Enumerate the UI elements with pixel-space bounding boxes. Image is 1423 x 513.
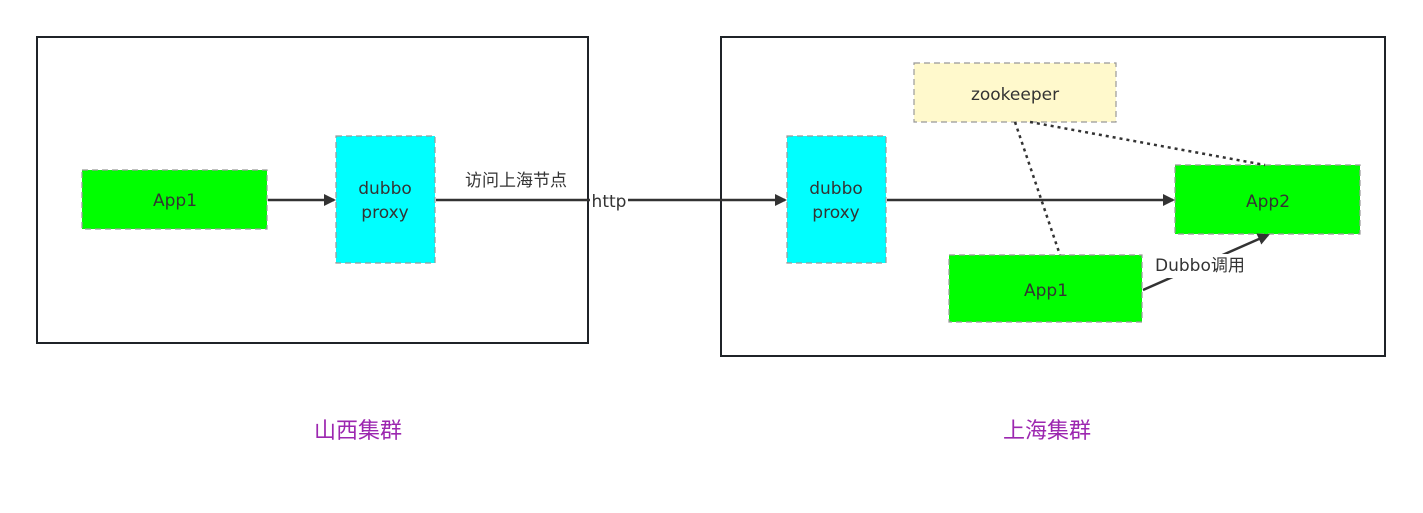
- shanghai-dubbo-proxy-node[interactable]: dubbo proxy: [786, 135, 887, 264]
- dubbo-call-label-background: [1153, 254, 1255, 278]
- http-label-background: [590, 190, 628, 212]
- shanxi-proxy-label-line2: proxy: [361, 203, 408, 223]
- shanghai-cluster-box: [720, 36, 1386, 357]
- zookeeper-label: zookeeper: [971, 85, 1059, 105]
- shanxi-cluster-box: [36, 36, 589, 344]
- zookeeper-node[interactable]: zookeeper: [913, 62, 1117, 123]
- cross-cluster-edge-label: 访问上海节点: [465, 171, 567, 191]
- link-zookeeper-to-app2: [1029, 120, 1266, 167]
- app2-label: App2: [1246, 192, 1290, 212]
- shanghai-app1-label: App1: [1024, 281, 1068, 301]
- shanghai-proxy-label-line1: dubbo: [809, 179, 863, 199]
- shanghai-proxy-label-line2: proxy: [812, 203, 859, 223]
- shanxi-cluster-label: 山西集群: [314, 419, 402, 444]
- shanxi-dubbo-proxy-node[interactable]: dubbo proxy: [335, 135, 436, 264]
- shanghai-cluster-label: 上海集群: [1003, 419, 1091, 444]
- app2-node[interactable]: App2: [1174, 164, 1361, 235]
- dubbo-call-edge-label: Dubbo调用: [1155, 256, 1245, 276]
- shanxi-proxy-label-line1: dubbo: [358, 179, 412, 199]
- shanxi-app1-label: App1: [153, 191, 197, 211]
- shanghai-app1-node[interactable]: App1: [948, 254, 1143, 323]
- shanxi-app1-node[interactable]: App1: [81, 169, 268, 230]
- link-zookeeper-to-app1: [1013, 121, 1062, 256]
- http-edge-label: http: [592, 192, 627, 212]
